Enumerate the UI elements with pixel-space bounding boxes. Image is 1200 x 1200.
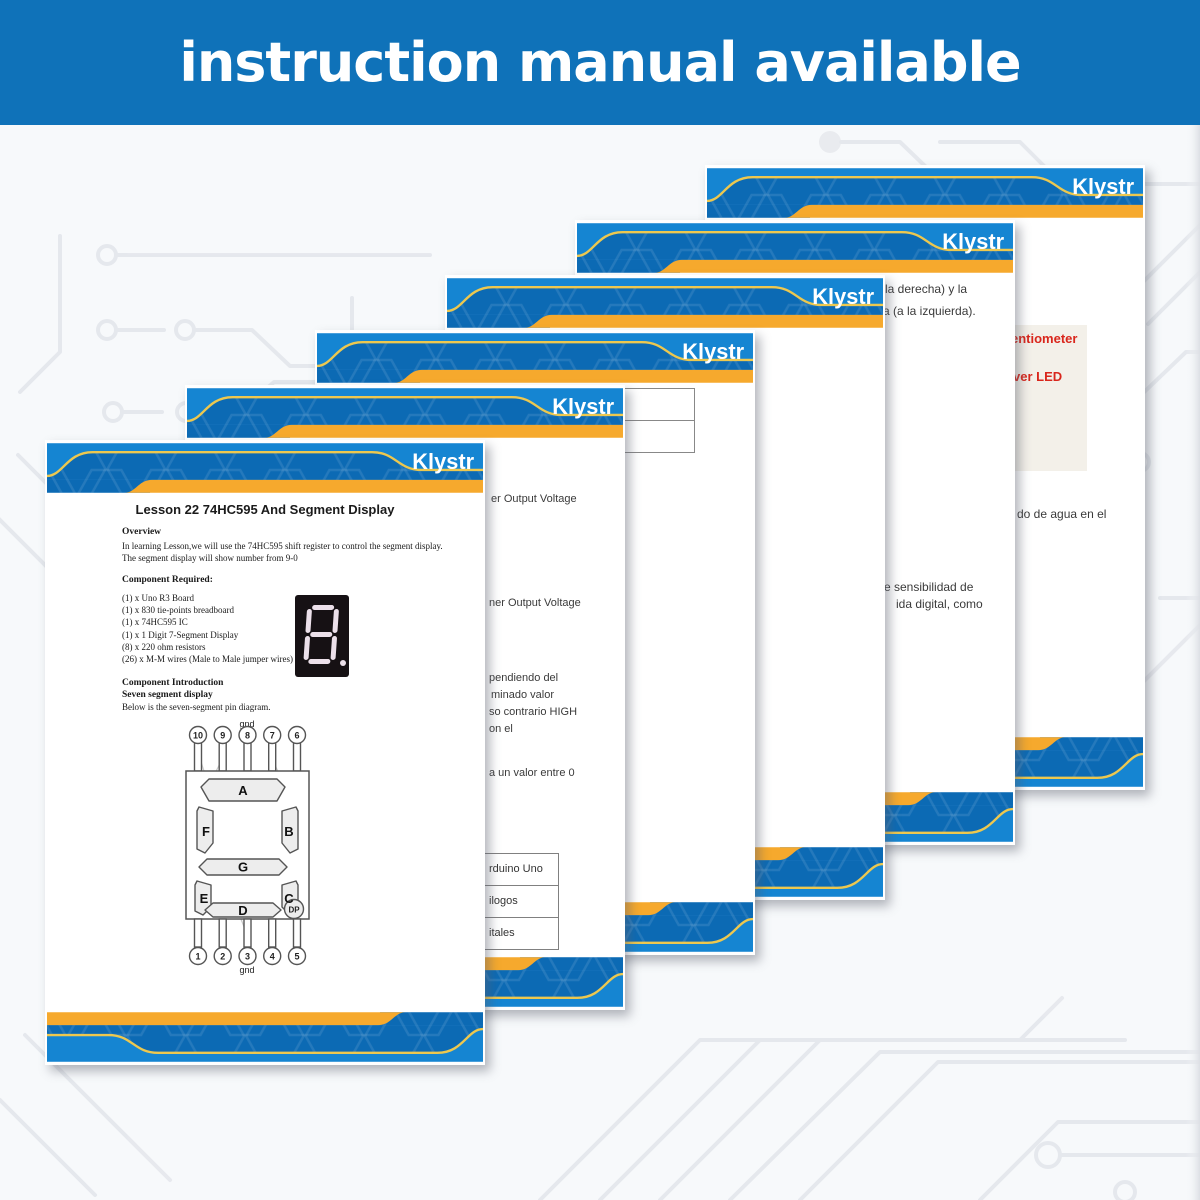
text-fragment: la derecha) y la [885, 282, 968, 296]
pin-label: 10 [193, 731, 203, 741]
manual-page-front: Klystr Lesson 22 74HC595 And Segment Dis… [45, 440, 485, 1065]
overview-line: The segment display will show number fro… [122, 553, 298, 563]
table-row: itales [489, 927, 515, 939]
brand-logo: Klystr [552, 394, 614, 419]
text-fragment: e sensibilidad de [884, 580, 974, 594]
component-item: (1) x Uno R3 Board [122, 593, 194, 603]
text-fragment: ver LED [1013, 369, 1063, 384]
banner-text: instruction manual available [179, 31, 1021, 94]
empty-table [615, 388, 695, 453]
page-header-band: Klystr [447, 278, 883, 328]
components-heading: Component Required: [122, 575, 213, 585]
brand-logo: Klystr [812, 284, 874, 309]
gnd-label-top: gnd [239, 719, 254, 729]
brand-logo: Klystr [942, 229, 1004, 254]
page-header-band: Klystr [317, 333, 753, 383]
segment-label: F [202, 824, 210, 839]
intro-line: Below is the seven-segment pin diagram. [122, 702, 271, 712]
page-footer-band [47, 1012, 483, 1062]
segment-label: B [284, 824, 293, 839]
segment-label: A [238, 783, 248, 798]
component-item: (26) x M-M wires (Male to Male jumper wi… [122, 654, 293, 665]
banner: instruction manual available [0, 0, 1200, 125]
text-fragment: on el [489, 723, 513, 735]
brand-logo: Klystr [412, 449, 474, 474]
page-header-band: Klystr [47, 443, 483, 493]
table-cell [616, 389, 694, 421]
page-photo-placeholder [1013, 325, 1087, 471]
seven-segment-photo [295, 595, 349, 677]
text-fragment: minado valor [491, 689, 554, 701]
page-header-band: Klystr [187, 388, 623, 438]
component-item: (1) x 1 Digit 7-Segment Display [122, 629, 239, 640]
table-row: ilogos [431, 886, 558, 918]
pin-diagram: gnd [185, 719, 310, 975]
component-item: (8) x 220 ohm resistors [122, 641, 206, 652]
segment-label-dp: DP [288, 906, 300, 915]
table-row: rduino Uno [431, 854, 558, 886]
pin-label: 9 [220, 731, 225, 741]
pin-label: 4 [270, 952, 275, 962]
pin-label: 3 [245, 952, 250, 962]
pin-label: 8 [245, 731, 250, 741]
text-fragment: ner Output Voltage [489, 597, 581, 609]
text-fragment: pendiendo del [489, 672, 559, 684]
text-fragment: a un valor entre 0 [489, 767, 575, 779]
component-item: (1) x 74HC595 IC [122, 617, 188, 628]
table-cell [616, 421, 694, 452]
components-list: (1) x Uno R3 Board (1) x 830 tie-points … [122, 592, 293, 665]
gnd-label-bottom: gnd [239, 965, 254, 975]
lesson-title: Lesson 22 74HC595 And Segment Display [135, 502, 395, 517]
segment-label: D [238, 903, 247, 918]
pin-label: 1 [195, 952, 200, 962]
overview-line: In learning Lesson,we will use the 74HC5… [122, 541, 443, 551]
pin-label: 5 [294, 952, 299, 962]
pin-label: 2 [220, 952, 225, 962]
page-header-band: Klystr [707, 168, 1143, 218]
intro-heading: Component Introduction [122, 678, 224, 688]
segment-label: E [200, 891, 209, 906]
component-item: (1) x 830 tie-points breadboard [122, 605, 234, 616]
text-fragment: do de agua en el [1017, 507, 1107, 521]
brand-logo: Klystr [682, 339, 744, 364]
segment-label: C [284, 891, 294, 906]
brand-logo: Klystr [1072, 174, 1134, 199]
page-header-band: Klystr [577, 223, 1013, 273]
text-fragment: er Output Voltage [491, 493, 577, 505]
text-fragment: so contrario HIGH [489, 706, 578, 718]
pin-label: 6 [294, 731, 299, 741]
text-fragment: ida digital, como [896, 597, 983, 611]
text-fragment: entiometer [1011, 331, 1078, 346]
segment-label: G [238, 860, 248, 875]
pin-label: 7 [270, 731, 275, 741]
intro-subheading: Seven segment display [122, 690, 213, 700]
seven-segment-digit [303, 605, 346, 666]
text-fragment: a (a la izquierda). [883, 304, 976, 318]
overview-heading: Overview [122, 527, 162, 537]
